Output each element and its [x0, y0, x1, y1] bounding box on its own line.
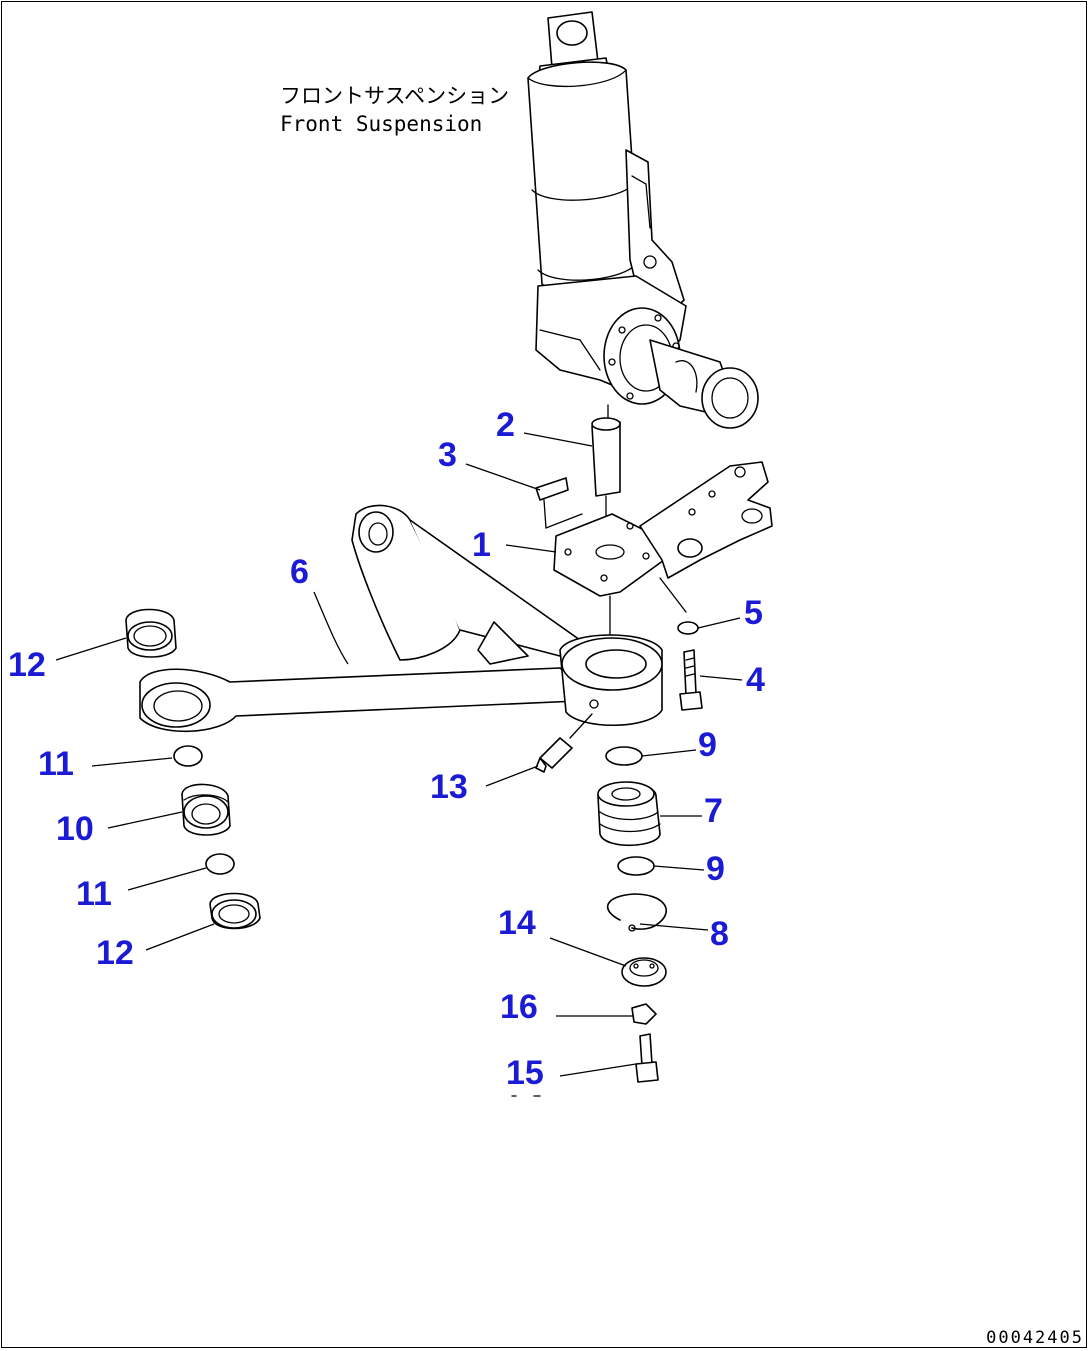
callout-15: 15	[506, 1054, 544, 1092]
pin-part	[591, 417, 621, 541]
grease-fitting-part	[535, 713, 593, 773]
key-part	[535, 477, 583, 529]
callout-11-upper: 11	[38, 745, 74, 783]
callout-labels: 1 2 3 4 5 6 7 8 9 9 10 11 11 12 12 13 14…	[8, 406, 765, 1092]
callout-16: 16	[500, 988, 538, 1026]
callout-8: 8	[710, 915, 729, 953]
callout-1: 1	[472, 526, 491, 564]
a-frame-arm-part	[139, 504, 663, 733]
knuckle-plate-part	[553, 461, 773, 641]
callout-3: 3	[438, 436, 457, 474]
callout-14: 14	[498, 904, 536, 942]
title-japanese: フロントサスペンション	[280, 84, 509, 108]
cap-left-upper-part	[125, 608, 177, 658]
callout-9-upper: 9	[698, 726, 717, 764]
seal-left-lower-part	[205, 853, 235, 875]
callout-13: 13	[430, 768, 468, 806]
seal-left-upper-part	[173, 745, 203, 767]
bolt-part	[679, 649, 703, 711]
bushing-part	[597, 781, 661, 847]
suspension-cylinder	[527, 11, 759, 429]
washer-part	[677, 621, 699, 635]
callout-6: 6	[290, 553, 309, 591]
callout-2: 2	[496, 406, 515, 444]
document-id: 00042405	[986, 1328, 1084, 1348]
snap-ring-part	[606, 893, 667, 932]
seal-lower-part	[617, 856, 655, 876]
callout-7: 7	[704, 792, 723, 830]
callout-11-lower: 11	[76, 875, 112, 913]
retainer-part	[621, 957, 667, 987]
bolt-bottom-part	[635, 1033, 659, 1083]
seal-upper-part	[605, 746, 643, 766]
callout-9-lower: 9	[706, 850, 725, 888]
leader-lines	[55, 432, 743, 1077]
callout-5: 5	[744, 594, 763, 632]
callout-10: 10	[56, 810, 94, 848]
callout-4: 4	[746, 661, 765, 699]
callout-12-lower: 12	[96, 934, 134, 972]
callout-12-upper: 12	[8, 646, 46, 684]
bushing-left-part	[181, 783, 231, 836]
lock-plate-part	[631, 1003, 657, 1025]
cap-left-lower-part	[209, 892, 261, 930]
title-english: Front Suspension	[280, 112, 482, 136]
